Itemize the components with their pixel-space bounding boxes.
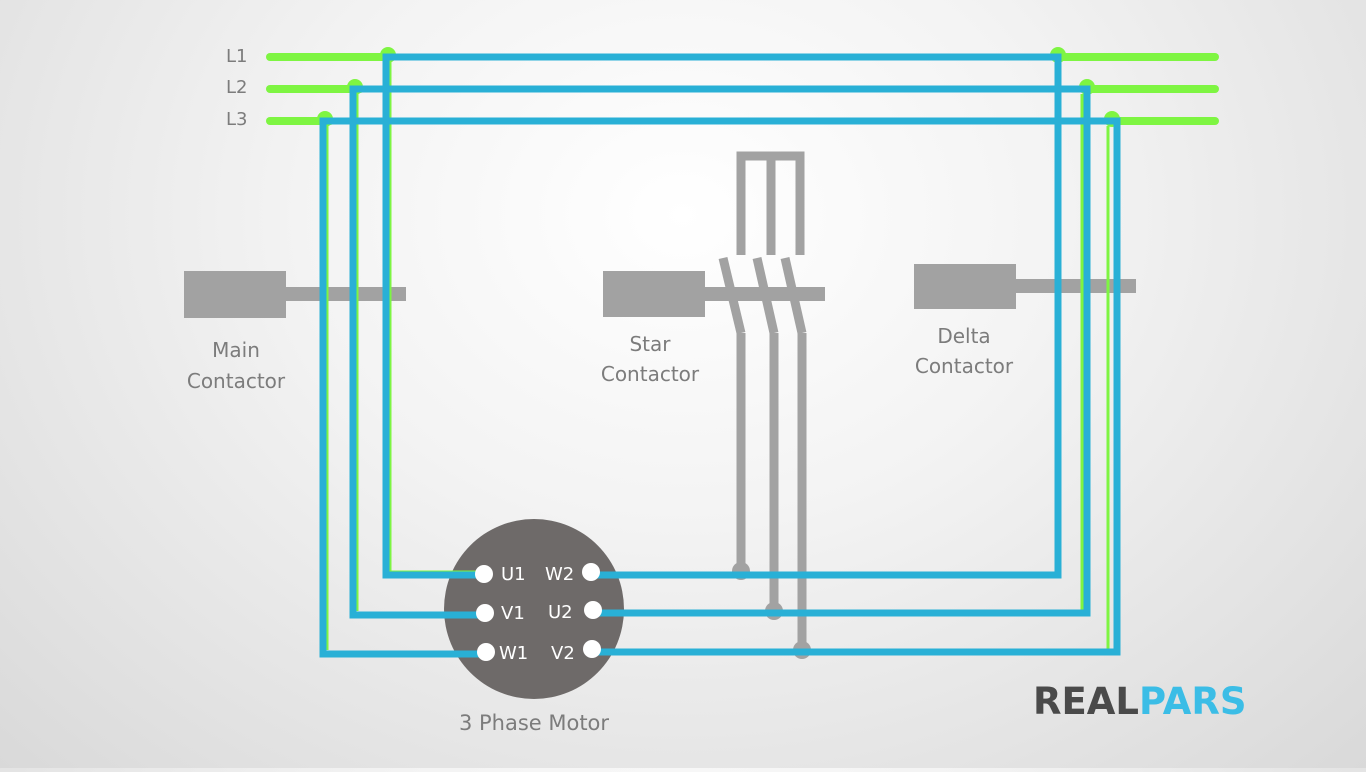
terminal-v2-label: V2 — [551, 643, 575, 664]
star-contactor-contacts — [718, 151, 807, 650]
terminal-labels: U1 V1 W1 W2 U2 V2 — [499, 564, 575, 664]
star-contactor-label-2: Contactor — [601, 362, 700, 386]
realpars-logo: REALPARS — [1033, 680, 1246, 723]
main-contactor-shaft — [286, 287, 406, 301]
terminal-u1-label: U1 — [501, 564, 526, 585]
logo-real: REAL — [1033, 680, 1139, 723]
terminal-u1-dot — [475, 565, 493, 583]
delta-contactor-shaft — [1016, 279, 1136, 293]
delta-contactor — [914, 264, 1136, 309]
wire-u1-loop — [382, 53, 1062, 579]
delta-contactor-coil — [914, 264, 1016, 309]
logo-text: REALPARS — [1033, 680, 1246, 723]
contactor-labels: Main Contactor Star Contactor Delta Cont… — [187, 324, 1014, 393]
line-labels: L1 L2 L3 — [226, 46, 247, 130]
star-contactor-label-1: Star — [629, 332, 671, 356]
terminal-v2-dot — [583, 640, 601, 658]
terminal-w1-dot — [477, 643, 495, 661]
wire-w1-loop — [319, 117, 1121, 658]
label-l2: L2 — [226, 77, 247, 98]
motor-label: 3 Phase Motor — [459, 711, 609, 735]
label-l3: L3 — [226, 109, 247, 130]
delta-contactor-label-1: Delta — [937, 324, 990, 348]
star-switch-1-blade — [718, 256, 746, 335]
main-contactor-coil — [184, 271, 286, 318]
terminal-w2-label: W2 — [545, 564, 574, 585]
supply-lines — [266, 53, 1219, 125]
star-switch-2-blade — [752, 257, 779, 334]
star-switch-3-blade — [780, 257, 807, 334]
wire-v1-loop — [349, 85, 1091, 619]
label-l1: L1 — [226, 46, 247, 67]
terminal-u2-dot — [584, 601, 602, 619]
accent-u1 — [388, 62, 480, 574]
delta-contactor-label-2: Contactor — [915, 354, 1014, 378]
motor-terminals — [475, 563, 602, 661]
main-contactor-label-1: Main — [212, 338, 260, 362]
terminal-v1-label: V1 — [501, 603, 525, 624]
logo-pars: PARS — [1139, 680, 1247, 723]
terminal-w2-dot — [582, 563, 600, 581]
terminal-u2-label: U2 — [548, 602, 573, 623]
terminal-v1-dot — [476, 604, 494, 622]
main-contactor — [184, 271, 406, 318]
main-contactor-label-2: Contactor — [187, 369, 286, 393]
terminal-w1-label: W1 — [499, 643, 528, 664]
motor-wiring — [319, 53, 1121, 658]
star-contactor-coil — [603, 271, 705, 317]
